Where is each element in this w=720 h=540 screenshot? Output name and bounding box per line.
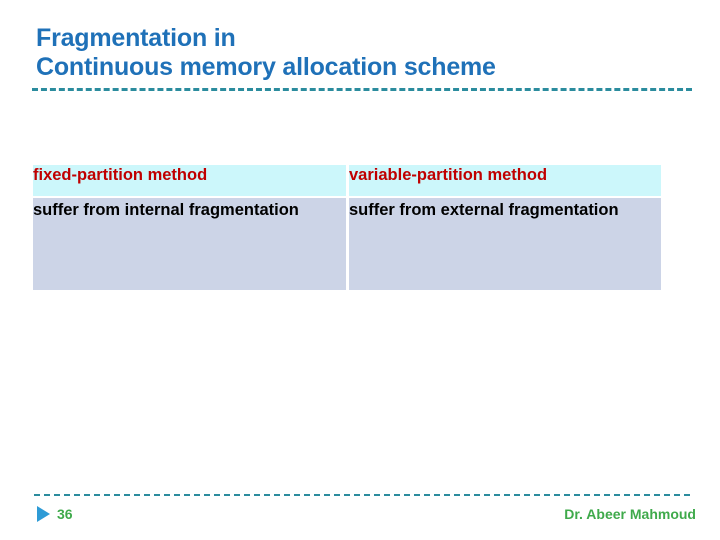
table-header-cell-variable-partition: variable-partition method xyxy=(349,165,661,196)
table-cell-external-fragmentation: suffer from external fragmentation xyxy=(349,198,661,290)
title-divider xyxy=(32,88,692,91)
play-triangle-icon xyxy=(37,506,50,522)
footer-author: Dr. Abeer Mahmoud xyxy=(564,506,696,522)
table-cell-internal-fragmentation: suffer from internal fragmentation xyxy=(33,198,346,290)
page-title: Fragmentation in Continuous memory alloc… xyxy=(36,24,696,82)
table-row: suffer from internal fragmentation suffe… xyxy=(33,198,661,290)
table-header-row: fixed-partition method variable-partitio… xyxy=(33,165,661,196)
footer-divider xyxy=(34,494,690,496)
slide-number: 36 xyxy=(57,506,73,522)
page-title-line-1: Fragmentation in xyxy=(36,24,236,52)
comparison-table: fixed-partition method variable-partitio… xyxy=(30,163,664,292)
table-header-cell-fixed-partition: fixed-partition method xyxy=(33,165,346,196)
page-title-line-2: Continuous memory allocation scheme xyxy=(36,53,496,81)
